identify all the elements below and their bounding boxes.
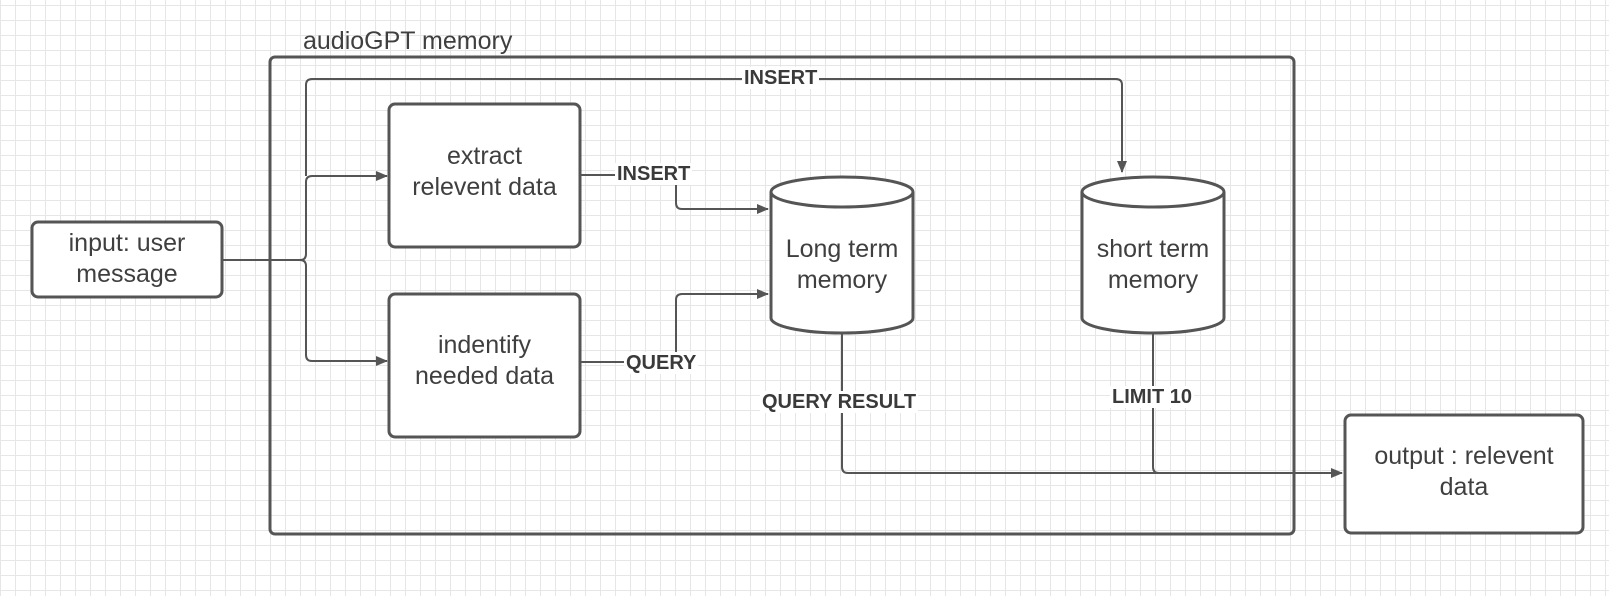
- edge-short-term-to-output: [1152, 333, 1342, 474]
- output-node-label-line1: output : relevent: [1374, 442, 1554, 470]
- identify-node-label-line2: needed data: [414, 362, 555, 390]
- long-term-memory-label: Long term memory: [771, 234, 913, 296]
- edge-input-to-extract: [222, 171, 388, 261]
- edge-long-term-to-output: [841, 333, 1343, 478]
- edge-label-limit: LIMIT 10: [1110, 386, 1195, 408]
- short-term-memory-label-line2: memory: [1107, 266, 1199, 294]
- extract-node-label-line2: relevent data: [412, 173, 557, 201]
- edge-label-query-result: QUERY RESULT: [760, 391, 919, 413]
- edge-input-to-short-term: [305, 78, 1127, 176]
- output-node-label: output : relevent data: [1345, 441, 1583, 503]
- edge-label-query: QUERY: [624, 352, 699, 374]
- edge-label-insert-long-term: INSERT: [615, 163, 693, 185]
- output-node-box[interactable]: [1343, 413, 1585, 535]
- long-term-memory-cylinder[interactable]: [769, 175, 915, 335]
- edge-input-to-identify: [222, 259, 388, 366]
- output-node-label-line2: data: [1439, 473, 1489, 501]
- long-term-memory-label-line1: Long term: [785, 235, 899, 263]
- input-node-label-line1: input: user: [68, 229, 186, 257]
- short-term-memory-label-line1: short term: [1096, 235, 1210, 263]
- identify-node-label-line1: indentify: [437, 331, 532, 359]
- input-node-label-line2: message: [76, 260, 178, 288]
- identify-node-box[interactable]: [387, 292, 582, 439]
- input-node-label: input: user message: [32, 228, 222, 290]
- identify-node-label: indentify needed data: [389, 330, 580, 392]
- long-term-memory-label-line2: memory: [796, 266, 888, 294]
- extract-node-label-line1: extract: [446, 142, 523, 170]
- edge-identify-to-long-term: [580, 289, 769, 363]
- short-term-memory-label: short term memory: [1082, 234, 1224, 296]
- edge-label-insert-top: INSERT: [742, 67, 820, 89]
- container-title: audioGPT memory: [303, 27, 513, 55]
- short-term-memory-cylinder[interactable]: [1080, 175, 1226, 335]
- extract-node-label: extract relevent data: [389, 141, 580, 203]
- audiogpt-memory-container: [268, 55, 1296, 536]
